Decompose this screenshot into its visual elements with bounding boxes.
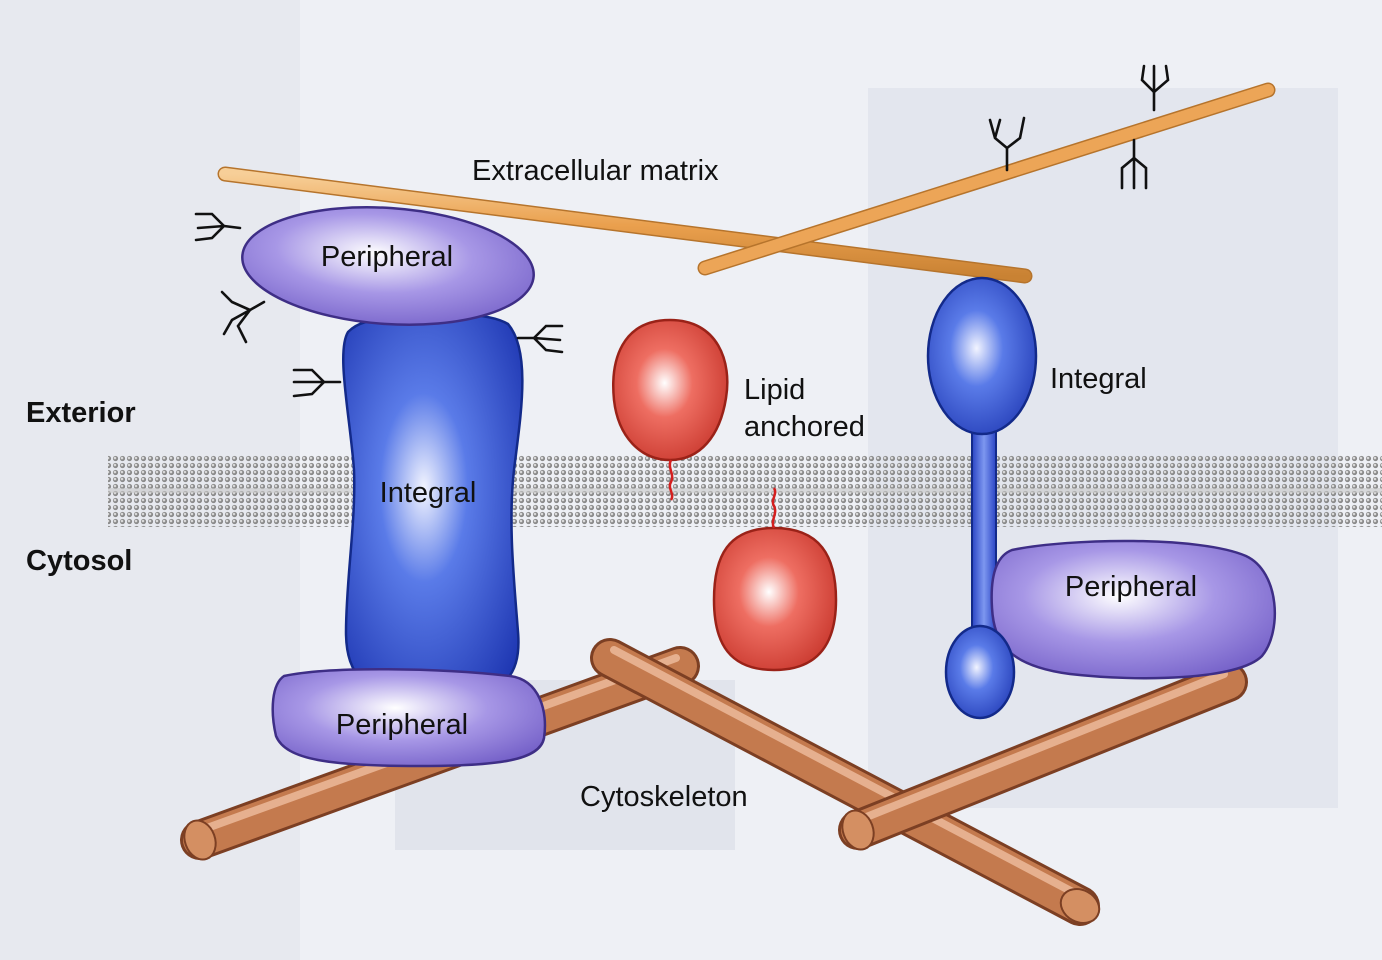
glycan-fiber-2	[1140, 64, 1170, 112]
bilayer-midline	[108, 488, 1382, 493]
label-peripheral-top-left: Peripheral	[320, 241, 454, 273]
label-extracellular-matrix: Extracellular matrix	[472, 155, 719, 187]
lipid-anchor-tail-cytosol	[771, 487, 777, 529]
integral-protein-right-exterior-domain	[926, 276, 1038, 436]
cytoskeleton-rod-2	[590, 638, 1101, 926]
label-cytoskeleton: Cytoskeleton	[580, 781, 748, 813]
label-integral-right: Integral	[1050, 363, 1147, 395]
extracellular-fiber-1	[217, 166, 1033, 284]
label-integral-left: Integral	[379, 477, 477, 509]
label-cytosol: Cytosol	[26, 545, 133, 577]
glycan-integral-2	[292, 368, 342, 398]
peripheral-protein-bottom-left	[271, 668, 547, 768]
label-peripheral-bottom-left: Peripheral	[335, 709, 469, 741]
lipid-anchor-tail-exterior	[668, 459, 674, 501]
label-exterior: Exterior	[26, 397, 136, 429]
glycan-peripheral-1	[194, 212, 242, 242]
peripheral-protein-right	[990, 539, 1277, 680]
peripheral-protein-top-left	[241, 206, 535, 326]
label-lipid-anchored-line-2: anchored	[744, 410, 865, 443]
integral-protein-right-cytosolic-domain	[944, 624, 1016, 720]
lipid-anchored-protein-exterior	[612, 318, 729, 462]
glycan-fiber-3	[1120, 138, 1148, 190]
glycan-peripheral-2	[220, 290, 266, 344]
label-lipid-anchored: Lipid anchored	[744, 372, 865, 446]
glycan-fiber-1	[988, 116, 1026, 172]
cytoskeleton-rod-3	[838, 662, 1248, 851]
label-peripheral-right: Peripheral	[1064, 571, 1198, 603]
extracellular-fiber-2	[697, 82, 1276, 276]
label-lipid-anchored-line-1: Lipid	[744, 374, 806, 406]
background-panel	[868, 88, 1338, 808]
glycan-integral-1	[516, 324, 564, 354]
lipid-anchored-protein-cytosol	[712, 526, 838, 672]
